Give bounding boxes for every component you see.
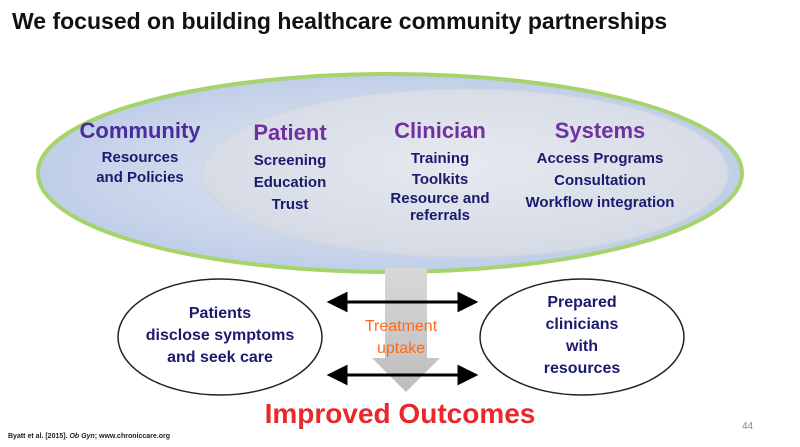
column-item: Resource and — [390, 190, 490, 207]
column-item: Toolkits — [411, 171, 469, 188]
oval-line: Prepared — [547, 294, 617, 311]
column-item: Resources — [101, 149, 179, 166]
column-item: Trust — [271, 196, 309, 213]
oval-line: Patients — [188, 305, 252, 322]
patient-system-inner-ellipse — [201, 88, 729, 258]
patients-oval-text: Patients disclose symptoms and seek care — [125, 303, 315, 369]
column-item: Access Programs — [536, 150, 664, 167]
patients-oval — [117, 278, 323, 396]
improved-outcomes-label: Improved Outcomes — [264, 398, 536, 429]
column-item: Workflow integration — [525, 194, 675, 211]
column-header: Patient — [253, 120, 327, 145]
column-header: Community — [79, 118, 201, 143]
column-patient: Patient Screening Education Trust — [225, 120, 355, 216]
column-header: Clinician — [394, 118, 486, 143]
column-systems: Systems Access Programs Consultation Wor… — [510, 118, 690, 214]
column-item: and Policies — [96, 169, 184, 186]
column-item: Consultation — [554, 172, 646, 189]
column-item: Education — [253, 174, 327, 191]
bottom-double-arrow — [326, 364, 479, 386]
slide-title: We focused on building healthcare commun… — [12, 8, 668, 34]
treatment-line: uptake — [376, 340, 426, 357]
page-number: 44 — [742, 421, 754, 432]
treatment-line: Treatment — [364, 318, 438, 335]
column-item: Training — [410, 150, 470, 167]
oval-line: and seek care — [167, 349, 273, 366]
column-community: Community Resources and Policies — [70, 118, 210, 188]
treatment-uptake-label: Treatment uptake — [346, 316, 456, 360]
down-arrow — [372, 268, 440, 392]
top-double-arrow — [326, 291, 479, 313]
clinicians-oval — [479, 278, 685, 396]
oval-line: disclose symptoms — [145, 327, 295, 344]
citation: Byatt et al. [2015]. Ob Gyn; www.chronic… — [8, 433, 170, 440]
column-item: Screening — [253, 152, 327, 169]
oval-line: resources — [543, 360, 621, 377]
clinicians-oval-text: Prepared clinicians with resources — [500, 292, 664, 380]
citation-rest: ; www.chroniccare.org — [94, 433, 170, 440]
oval-line: with — [566, 338, 598, 355]
column-clinician: Clinician Training Toolkits Resource and… — [375, 118, 505, 224]
citation-authors: Byatt et al. [2015]. — [8, 433, 68, 440]
citation-journal: Ob Gyn — [69, 433, 95, 440]
oval-line: clinicians — [545, 316, 619, 333]
column-item: referrals — [409, 207, 471, 224]
column-header: Systems — [554, 118, 646, 143]
